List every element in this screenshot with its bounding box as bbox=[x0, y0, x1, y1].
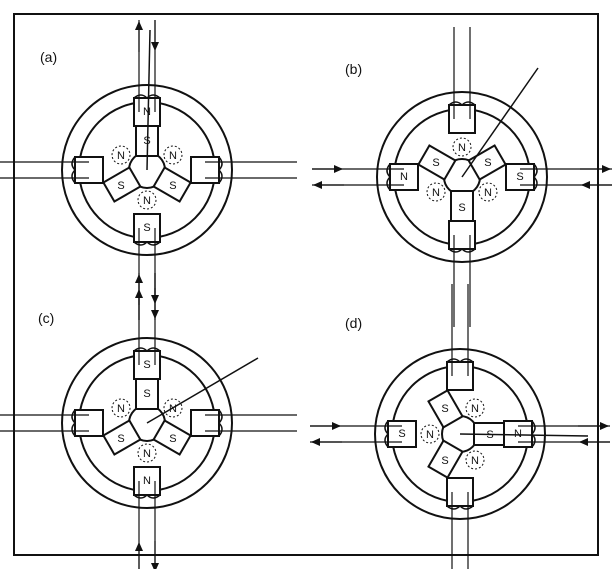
induced-pole-circle bbox=[420, 424, 440, 444]
rotor-pole-label: S bbox=[143, 388, 150, 400]
rotor-pointer bbox=[146, 29, 151, 171]
panel-d: (d)NSSSSNNN bbox=[310, 284, 610, 569]
stator-pole-left: S bbox=[310, 420, 417, 448]
panel-label: (d) bbox=[345, 315, 362, 331]
stator-pole-top: N bbox=[133, 20, 161, 127]
rotor-tooth bbox=[427, 389, 464, 429]
stator-pole-left bbox=[0, 156, 104, 184]
induced-pole-circle bbox=[111, 145, 131, 165]
rotor-pole-label: S bbox=[458, 202, 465, 214]
panel-label: (a) bbox=[40, 49, 57, 65]
rotor-tooth bbox=[417, 144, 457, 181]
stator-pole-right bbox=[190, 156, 297, 184]
stator-pole-label: S bbox=[143, 222, 150, 234]
induced-pole-label: N bbox=[432, 187, 440, 199]
stator-pole-label: S bbox=[143, 359, 150, 371]
induced-pole-label: N bbox=[471, 455, 479, 467]
induced-pole-label: N bbox=[458, 142, 466, 154]
rotor-tooth bbox=[467, 144, 507, 181]
panel-a: (a)NSSSSNNN bbox=[0, 20, 297, 320]
panel-c: (c) S N S S S N N N bbox=[0, 273, 297, 569]
rotor-pole-label: S bbox=[441, 403, 448, 415]
stator-outer-ring bbox=[61, 337, 233, 509]
rotor-pole-label: S bbox=[169, 180, 176, 192]
stator-pole-top bbox=[448, 27, 476, 134]
induced-pole-circle bbox=[163, 145, 183, 165]
induced-pole-circle bbox=[111, 398, 131, 418]
rotor-tooth bbox=[102, 419, 142, 456]
stator-outer-ring bbox=[374, 348, 546, 520]
stator-outer-ring bbox=[376, 91, 548, 263]
induced-pole-label: N bbox=[117, 403, 125, 415]
rotor-pole-label: S bbox=[441, 455, 448, 467]
rotor-pointer bbox=[146, 357, 259, 424]
induced-pole-label: N bbox=[169, 403, 177, 415]
induced-pole-label: N bbox=[169, 150, 177, 162]
induced-pole-label: N bbox=[484, 187, 492, 199]
stator-pole-label: N bbox=[143, 106, 151, 118]
stator-pole-left: N bbox=[312, 163, 419, 191]
rotor-pointer bbox=[461, 67, 539, 178]
rotor-pole-label: S bbox=[117, 433, 124, 445]
stator-pole-right: N bbox=[503, 420, 610, 448]
rotor-pole-label: S bbox=[484, 157, 491, 169]
figure-border bbox=[13, 13, 599, 556]
rotor-pole-label: S bbox=[117, 180, 124, 192]
stator-pole-label: N bbox=[514, 428, 522, 440]
induced-pole-circle bbox=[465, 398, 485, 418]
stator-pole-label: S bbox=[398, 428, 405, 440]
rotor-tooth bbox=[427, 439, 464, 479]
induced-pole-circle bbox=[137, 443, 157, 463]
rotor-pole-label: S bbox=[432, 157, 439, 169]
stator-outer-ring bbox=[61, 84, 233, 256]
rotor-tooth bbox=[135, 378, 159, 410]
induced-pole-circle bbox=[452, 137, 472, 157]
induced-pole-circle bbox=[465, 450, 485, 470]
stator-pole-right: S bbox=[505, 163, 612, 191]
stator-pole-label: S bbox=[516, 171, 523, 183]
induced-pole-label: N bbox=[143, 195, 151, 207]
panel-label: (b) bbox=[345, 61, 362, 77]
stator-pole-left bbox=[0, 409, 104, 437]
induced-pole-label: N bbox=[117, 150, 125, 162]
induced-pole-label: N bbox=[471, 403, 479, 415]
stator-pole-top: S bbox=[133, 273, 161, 380]
stator-pole-bottom bbox=[448, 220, 476, 327]
stator-pole-label: N bbox=[143, 475, 151, 487]
rotor-pole-label: S bbox=[169, 433, 176, 445]
panel-label: (c) bbox=[38, 310, 54, 326]
rotor-tooth bbox=[102, 166, 142, 203]
rotor-tooth bbox=[152, 419, 192, 456]
rotor-tooth bbox=[152, 166, 192, 203]
stator-pole-label: N bbox=[400, 171, 408, 183]
rotor-tooth bbox=[450, 190, 474, 222]
stator-pole-top bbox=[446, 284, 474, 391]
induced-pole-label: N bbox=[143, 448, 151, 460]
induced-pole-circle bbox=[163, 398, 183, 418]
stator-pole-bottom: N bbox=[133, 466, 161, 569]
induced-pole-circle bbox=[426, 182, 446, 202]
stator-pole-right bbox=[190, 409, 297, 437]
induced-pole-circle bbox=[478, 182, 498, 202]
induced-pole-circle bbox=[137, 190, 157, 210]
rotor-pointer bbox=[459, 433, 589, 437]
panel-b: (b) S N S S S N N N bbox=[312, 27, 612, 327]
induced-pole-label: N bbox=[426, 429, 434, 441]
